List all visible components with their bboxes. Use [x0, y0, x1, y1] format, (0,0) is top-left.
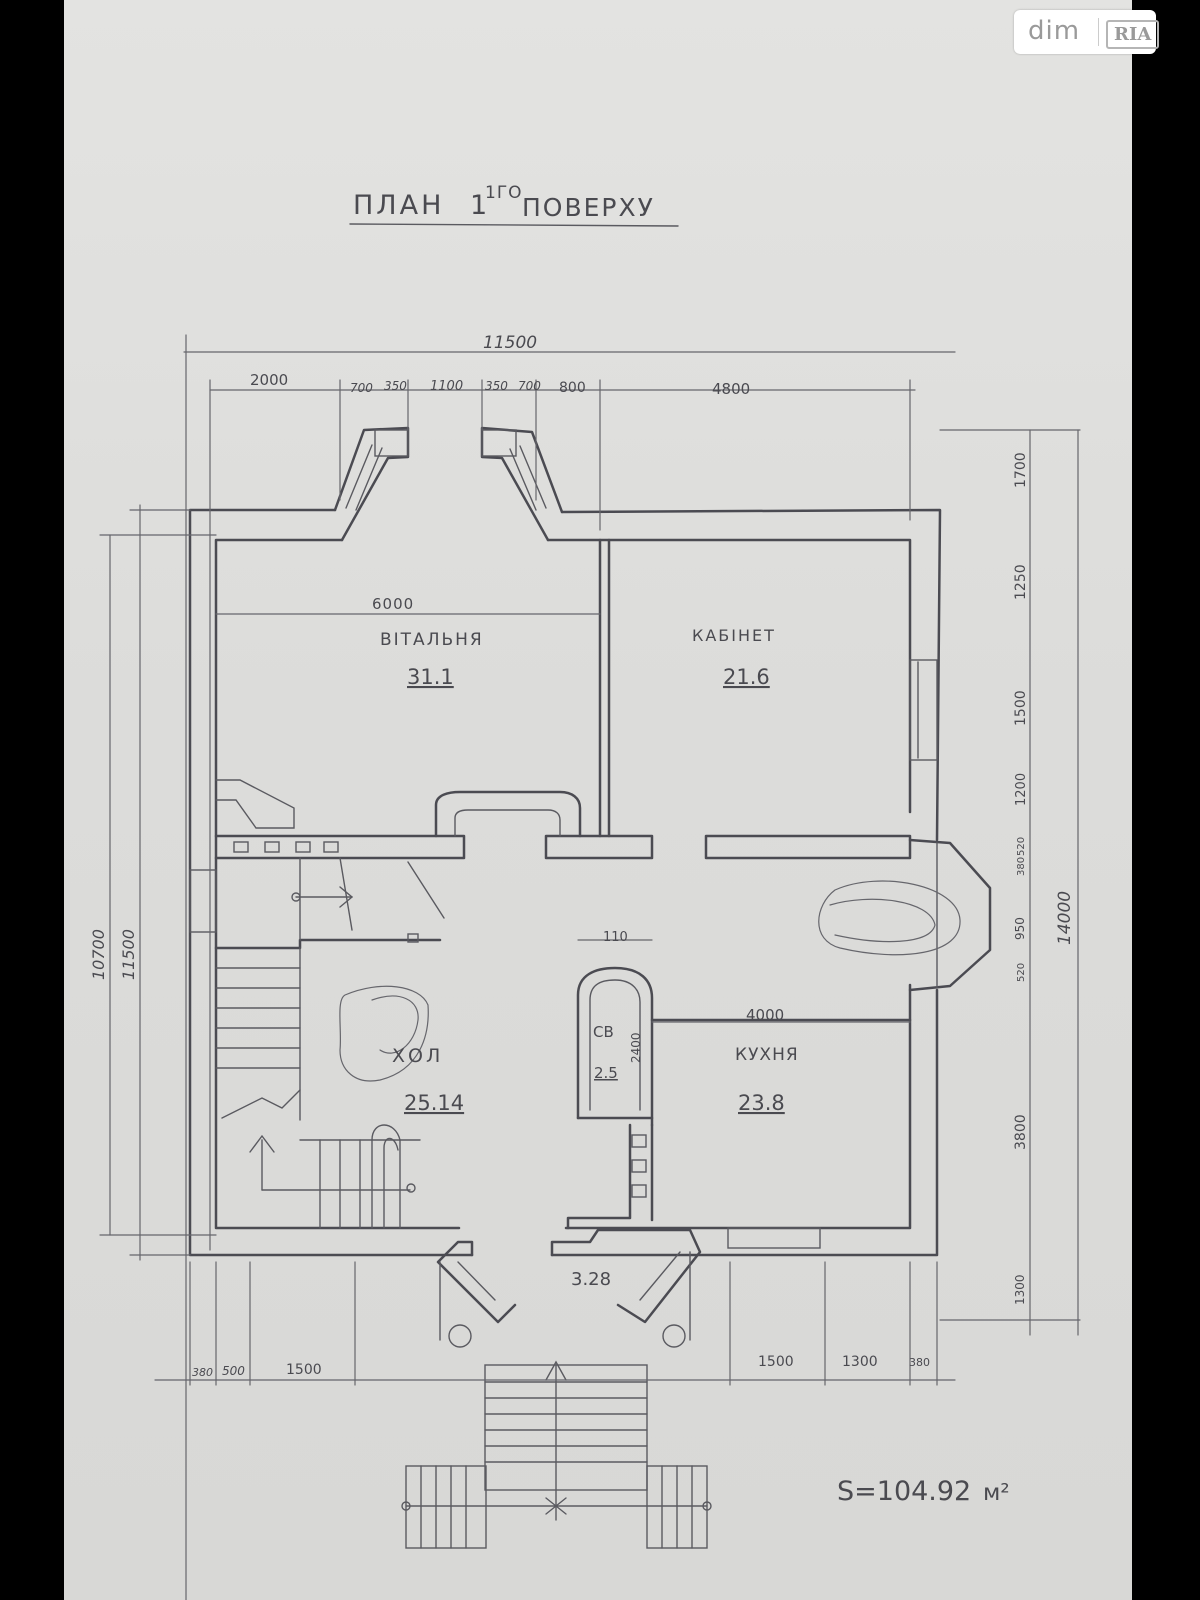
wc-room-name: СВ — [593, 1023, 614, 1041]
wc-width-dim: 110 — [603, 930, 628, 945]
outer-wall-right-low — [550, 988, 939, 1257]
dim-bottom-left-1: 500 — [222, 1364, 245, 1378]
dim-right-8: 3800 — [1013, 1114, 1029, 1150]
total-area-label: S=104.92 м² — [837, 1476, 1010, 1507]
dim-top-4: 350 — [485, 379, 508, 393]
dimension-labels: 11500 2000 700 350 1100 350 700 800 4800… — [89, 333, 1075, 1379]
dim-right-total: 14000 — [1055, 891, 1075, 945]
study-room-area: 21.6 — [723, 665, 770, 689]
dimria-watermark: dim RIA — [1014, 10, 1160, 54]
dim-right-4: 520 — [1016, 837, 1027, 856]
study-window — [909, 659, 938, 761]
living-width-dim: 6000 — [372, 595, 414, 613]
hall-room-name: ХОЛ — [392, 1045, 443, 1067]
plan-title: ПЛАН 1 1ГО ПОВЕРХУ — [349, 183, 679, 227]
inner-wall-right-low — [564, 983, 912, 1230]
dim-top-5: 700 — [518, 379, 541, 393]
dim-right-1: 1250 — [1013, 564, 1029, 600]
room-labels: 6000 ВІТАЛЬНЯ 31.1 КАБІНЕТ 21.6 ХОЛ 25.1… — [372, 595, 799, 1290]
dim-left-inner: 11500 — [119, 929, 138, 980]
dim-right-0: 1700 — [1013, 452, 1029, 488]
title-prefix: ПЛАН — [353, 190, 444, 221]
title-underline — [349, 223, 679, 227]
dim-bottom-right-2: 380 — [909, 1356, 930, 1369]
porch-area: 3.28 — [571, 1269, 611, 1290]
title-superscript: 1ГО — [485, 183, 523, 203]
dim-left-outer: 10700 — [89, 929, 108, 980]
dim-top-3: 1100 — [430, 379, 463, 394]
hall-room-area: 25.14 — [404, 1091, 464, 1115]
outer-wall-right-top — [560, 508, 942, 842]
kitchen-room-area: 23.8 — [738, 1091, 785, 1115]
watermark-divider — [1098, 18, 1099, 46]
total-area-value: S=104.92 — [837, 1476, 971, 1507]
dim-right-9: 1300 — [1013, 1274, 1027, 1305]
dim-top-2: 350 — [384, 379, 407, 393]
bay-window-kitchen — [818, 838, 992, 992]
dim-right-5: 380 — [1016, 857, 1027, 876]
staircase — [189, 779, 445, 1229]
dim-top-1: 700 — [350, 381, 373, 395]
dim-bottom-right-1: 1300 — [842, 1354, 878, 1370]
interior-walls — [214, 538, 912, 1249]
living-room-name: ВІТАЛЬНЯ — [380, 630, 484, 650]
bay-window-right — [480, 426, 564, 542]
dim-right-6: 950 — [1013, 917, 1027, 940]
dim-top-6: 800 — [559, 380, 586, 396]
dimension-lines — [99, 334, 1081, 1600]
dim-bottom-left-0: 380 — [192, 1366, 213, 1379]
title-suffix: ПОВЕРХУ — [522, 193, 655, 222]
dim-right-3: 1200 — [1014, 773, 1029, 806]
dim-top-0: 2000 — [250, 371, 288, 389]
bay-window-left — [333, 426, 410, 542]
kitchen-width-dim: 4000 — [746, 1006, 784, 1024]
dim-bottom-right-0: 1500 — [758, 1354, 794, 1370]
dim-top-total: 11500 — [483, 333, 537, 353]
title-number: 1 — [470, 190, 487, 221]
outer-walls — [188, 508, 942, 1257]
total-area-unit: м² — [983, 1480, 1010, 1506]
study-room-name: КАБІНЕТ — [692, 626, 776, 645]
dim-bottom-left-2: 1500 — [286, 1362, 322, 1378]
wc-room-area: 2.5 — [594, 1064, 618, 1082]
kitchen-room-name: КУХНЯ — [735, 1045, 799, 1065]
dim-right-2: 1500 — [1013, 690, 1029, 726]
dim-right-7: 520 — [1016, 963, 1027, 982]
ria-logo: RIA — [1106, 20, 1160, 49]
paper-sheet — [64, 0, 1132, 1600]
entrance-porch — [401, 1228, 712, 1549]
watermark-brand: dim — [1028, 16, 1081, 46]
dim-top-7: 4800 — [712, 380, 750, 398]
outer-wall-left — [188, 508, 474, 1257]
wc-depth-dim: 2400 — [629, 1032, 643, 1063]
living-room-area: 31.1 — [407, 665, 454, 689]
